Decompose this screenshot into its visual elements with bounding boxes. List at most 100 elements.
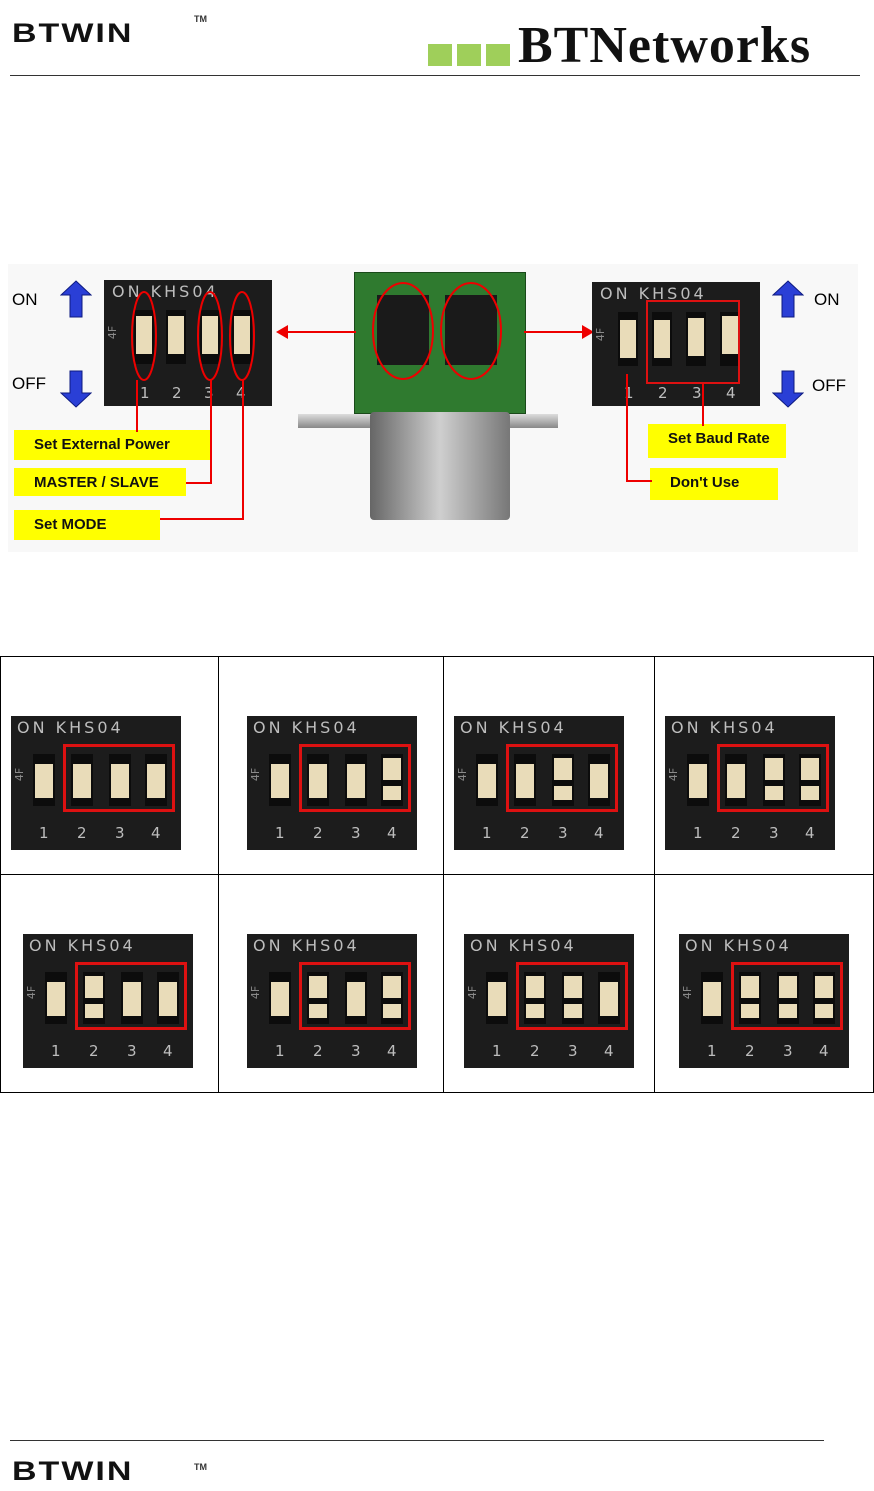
switch-number-1: 1 [39, 824, 49, 842]
table-cell: ON KHS044F1234 [655, 875, 874, 1093]
switch-side-text: 4F [25, 985, 38, 998]
switch-1-lever [47, 982, 65, 1016]
dip-switch-state-3: ON KHS044F1234 [454, 716, 624, 850]
arrow-left-icon [276, 325, 288, 339]
highlight-ovals [104, 280, 274, 410]
switch-side-text: 4F [456, 767, 469, 780]
leader-line [242, 380, 244, 520]
on-label-right: ON [814, 290, 840, 310]
switch-number-1: 1 [707, 1042, 717, 1060]
header: BTWIN TM BTNetworks [0, 0, 874, 80]
leader-line [210, 380, 212, 484]
switch-number-2: 2 [89, 1042, 99, 1060]
switch-number-2: 2 [313, 824, 323, 842]
brand-squares-icon [428, 44, 515, 71]
leader-line [136, 380, 138, 432]
switch-number-4: 4 [151, 824, 161, 842]
dip-switch-state-6: ON KHS044F1234 [247, 934, 417, 1068]
db9-shell [370, 412, 510, 520]
callout-set-external-power: Set External Power [14, 430, 210, 460]
dip-switch-state-7: ON KHS044F1234 [464, 934, 634, 1068]
switch-side-text: 4F [681, 985, 694, 998]
switch-number-2: 2 [530, 1042, 540, 1060]
leader-line [626, 480, 652, 482]
switch-number-4: 4 [387, 1042, 397, 1060]
switch-model-text: ON KHS04 [253, 936, 360, 955]
dip-switch-figure: ON OFF ON KHS04 4F 1 2 3 4 Set External … [8, 264, 858, 552]
callout-set-mode: Set MODE [14, 510, 160, 540]
switch-side-text: 4F [13, 767, 26, 780]
baud-rate-highlight [506, 744, 618, 812]
switch-1-lever [271, 982, 289, 1016]
table-cell: ON KHS04 4F 1 2 3 4 [1, 657, 219, 875]
switch-model-text: ON KHS04 [17, 718, 124, 737]
down-arrow-icon [772, 370, 804, 408]
baud-rate-highlight [646, 300, 740, 384]
leader-line [702, 384, 704, 426]
baud-rate-highlight [63, 744, 175, 812]
footer-rule [10, 1440, 824, 1441]
trademark-mark: TM [194, 14, 207, 24]
board-highlight-ovals [355, 273, 525, 413]
switch-1-lever [703, 982, 721, 1016]
switch-model-text: ON KHS04 [671, 718, 778, 737]
switch-1-lever [488, 982, 506, 1016]
switch-side-text: 4F [466, 985, 479, 998]
switch-1-lever [35, 764, 53, 798]
header-rule [10, 75, 860, 76]
baud-rate-highlight [731, 962, 843, 1030]
switch-number-3: 3 [115, 824, 125, 842]
down-arrow-icon [60, 370, 92, 408]
btnetworks-logo: BTNetworks [518, 16, 811, 75]
switch-side-text: 4F [667, 767, 680, 780]
switch-1-lever [689, 764, 707, 798]
switch-model-text: ON KHS04 [29, 936, 136, 955]
baud-rate-table: ON KHS04 4F 1 2 3 4 ON KHS04 4F 1 2 3 4 ON KHS04 4F… [0, 656, 874, 1093]
switch-number-2: 2 [731, 824, 741, 842]
leader-line [186, 482, 212, 484]
baud-rate-highlight [717, 744, 829, 812]
switch-number-3: 3 [351, 1042, 361, 1060]
trademark-mark: TM [194, 1462, 207, 1472]
switch-number-4: 4 [726, 384, 736, 402]
switch-number-4: 4 [805, 824, 815, 842]
switch-number-2: 2 [77, 824, 87, 842]
leader-line [160, 518, 244, 520]
table-cell: ON KHS044F1234 [444, 657, 655, 875]
baud-rate-highlight [299, 744, 411, 812]
leader-line [626, 374, 628, 482]
switch-model-text: ON KHS04 [460, 718, 567, 737]
switch-number-4: 4 [604, 1042, 614, 1060]
switch-model-text: ON KHS04 [685, 936, 792, 955]
switch-number-3: 3 [692, 384, 702, 402]
switch-1-lever [271, 764, 289, 798]
btwin-logo: BTWIN [12, 18, 133, 49]
switch-side-text: 4F [594, 328, 607, 341]
bluetooth-module-board [354, 272, 526, 414]
switch-number-2: 2 [745, 1042, 755, 1060]
table-cell: ON KHS044F1234 [219, 875, 444, 1093]
callout-dont-use: Don't Use [650, 468, 778, 500]
switch-number-4: 4 [387, 824, 397, 842]
switch-number-1: 1 [275, 1042, 285, 1060]
btwin-footer-logo: BTWIN [12, 1456, 133, 1487]
baud-rate-highlight [516, 962, 628, 1030]
switch-number-1: 1 [482, 824, 492, 842]
switch-number-3: 3 [351, 824, 361, 842]
up-arrow-icon [772, 280, 804, 318]
off-label-left: OFF [12, 374, 46, 394]
off-label-right: OFF [812, 376, 846, 396]
switch-model-text: ON KHS04 [253, 718, 360, 737]
switch-1-lever [620, 320, 636, 358]
switch-number-1: 1 [51, 1042, 61, 1060]
switch-1-lever [478, 764, 496, 798]
table-cell: ON KHS044F1234 [219, 657, 444, 875]
switch-number-3: 3 [127, 1042, 137, 1060]
switch-number-3: 3 [769, 824, 779, 842]
on-label-left: ON [12, 290, 38, 310]
table-cell: ON KHS044F1234 [1, 875, 219, 1093]
